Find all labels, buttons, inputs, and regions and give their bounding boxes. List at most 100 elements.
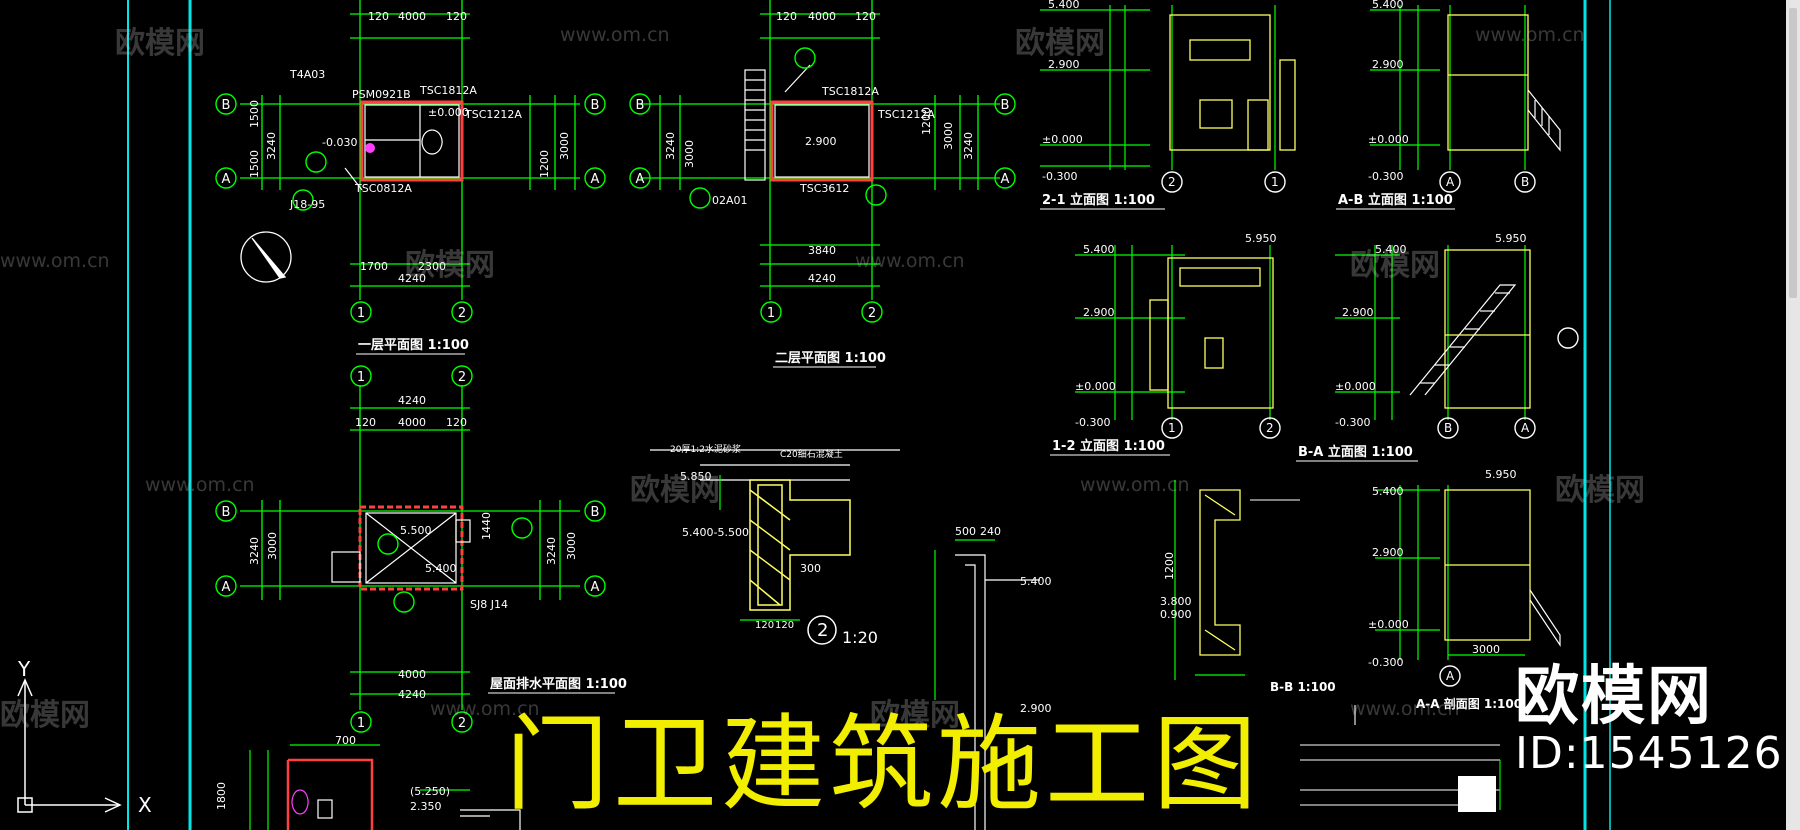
- elevation-A-B: 5.400 2.900 ±0.000 -0.300 A B A-B 立面图 1:…: [1336, 0, 1561, 210]
- level-text: 2.900: [1372, 546, 1404, 559]
- axis-label: A: [1446, 669, 1455, 683]
- dim-text: 4240: [398, 272, 426, 285]
- axis-label: 1: [357, 370, 365, 385]
- level-text: 2.900: [1083, 306, 1115, 319]
- watermark-logo: 欧模网: [0, 698, 90, 733]
- drawing-label: 屋面排水平面图 1:100: [490, 676, 627, 692]
- tag-text: 02A01: [712, 194, 748, 207]
- bottom-left-detail: 700 (5.250) 2.350 1800: [215, 734, 521, 830]
- elevation-2-1: 5.400 2.900 ±0.000 -0.300 2 1 2-1 立面图 1:…: [1040, 0, 1296, 210]
- level-text: ±0.000: [428, 106, 469, 119]
- detail-number: 2: [817, 620, 828, 641]
- level-text: 0.900: [1160, 608, 1192, 621]
- dim-text: 3240: [248, 537, 261, 565]
- ucs-y-label: Y: [17, 657, 31, 681]
- level-text: 5.500: [400, 524, 432, 537]
- dim-text: 4000: [398, 10, 426, 23]
- axis-label: 1: [357, 306, 365, 321]
- level-text: 3.800: [1160, 595, 1192, 608]
- dim-text: 3000: [1472, 643, 1500, 656]
- axis-label: A: [1446, 175, 1455, 189]
- dim-text: 120: [446, 416, 467, 429]
- dim-text: 3240: [265, 132, 278, 160]
- level-text: -0.300: [1335, 416, 1370, 429]
- tag-text: TSC1812A: [419, 84, 477, 97]
- parapet-detail: 500 240 5.400 2.900: [934, 525, 1052, 830]
- section-B-B: 3.800 0.900 1200 B-B 1:100: [1160, 480, 1336, 694]
- tag-text: SJ8 J14: [470, 598, 508, 611]
- dim-text: 120: [355, 416, 376, 429]
- dim-text: 500: [955, 525, 976, 538]
- watermark-logo: 欧模网: [115, 26, 205, 61]
- floor1-plan: B A B A 1 2 120 4000 120 4240 TSC1812A P…: [215, 0, 606, 355]
- level-text: -0.300: [1368, 656, 1403, 669]
- level-text: 5.850: [680, 470, 712, 483]
- level-text: 5.400-5.500: [682, 526, 749, 539]
- axis-label: B: [1521, 175, 1529, 189]
- axis-label: B: [1444, 421, 1452, 435]
- axis-label: B: [222, 505, 231, 520]
- dim-text: 3000: [565, 532, 578, 560]
- level-text: 5.400: [1048, 0, 1080, 11]
- watermark-url: www.om.cn: [855, 250, 965, 272]
- level-text: ±0.000: [1335, 380, 1376, 393]
- dim-text: 120: [755, 620, 774, 631]
- floor2-plan: B A B A 1 2 120 4000 120 4240 3840 TSC18…: [629, 0, 1016, 368]
- drawing-frame: [127, 0, 1611, 830]
- roof-drainage-plan: 1 2 B A B A 1 2 4240 120 4000 120 4000 4…: [215, 365, 627, 733]
- axis-label: A: [591, 580, 600, 595]
- level-text: ±0.000: [1042, 133, 1083, 146]
- drawing-label: 一层平面图 1:100: [358, 338, 469, 353]
- tag-text: TSC0812A: [354, 182, 412, 195]
- watermark-url: www.om.cn: [0, 250, 110, 272]
- dim-text: 1200: [920, 107, 933, 135]
- dim-text: 4240: [808, 272, 836, 285]
- dim-text: 4000: [808, 10, 836, 23]
- tag-text: PSM0921B: [352, 88, 411, 101]
- tag-text: TSC3612: [799, 182, 849, 195]
- drawing-label: A-A 剖面图 1:100: [1416, 696, 1522, 711]
- dim-text: 1200: [538, 150, 551, 178]
- ucs-axis-icon: [17, 678, 122, 813]
- section-A-A: 5.950 5.400 2.900 ±0.000 -0.300 3000 A A…: [1368, 468, 1561, 711]
- level-text: 5.950: [1495, 232, 1527, 245]
- level-text: 2.900: [805, 135, 837, 148]
- dim-text: 120: [776, 10, 797, 23]
- dim-text: 3000: [683, 140, 696, 168]
- drawing-label: B-A 立面图 1:100: [1298, 444, 1413, 460]
- watermark-logo: 欧模网: [405, 248, 495, 283]
- dim-text: 1440: [480, 512, 493, 540]
- drawing-set-title: 门卫建筑施工图: [505, 703, 1262, 825]
- scrollbar-thumb[interactable]: [1789, 8, 1797, 298]
- axis-label: 2: [1168, 175, 1176, 189]
- dim-text: 1200: [1163, 552, 1176, 580]
- tag-text: T4A03: [289, 68, 325, 81]
- axis-label: B: [591, 505, 600, 520]
- dim-text: 120: [855, 10, 876, 23]
- elevation-B-A: 5.400 5.950 2.900 ±0.000 -0.300 B A B-A …: [1296, 232, 1579, 462]
- tag-text: J18-95: [289, 198, 325, 211]
- level-text: -0.300: [1368, 170, 1403, 183]
- level-text: -0.300: [1075, 416, 1110, 429]
- brand-id-text: ID:1545126: [1515, 728, 1783, 779]
- tag-text: TSC1212A: [877, 108, 935, 121]
- level-text: 5.400: [425, 562, 457, 575]
- elevation-1-2: 5.400 5.950 2.900 ±0.000 -0.300 1 2 1-2 …: [1050, 232, 1281, 456]
- dim-text: 120: [368, 10, 389, 23]
- note-text: C20细石混凝土: [780, 448, 843, 460]
- dim-text: 3240: [664, 132, 677, 160]
- level-text: 5.400: [1372, 0, 1404, 11]
- watermark-url: www.om.cn: [430, 698, 540, 720]
- axis-label: 2: [458, 306, 466, 321]
- level-text: 5.400: [1375, 243, 1407, 256]
- dim-text: 3240: [962, 132, 975, 160]
- axis-label: 1: [767, 306, 775, 321]
- watermark-url: www.om.cn: [1350, 698, 1460, 720]
- axis-label: A: [636, 172, 645, 187]
- level-text: 5.950: [1245, 232, 1277, 245]
- axis-label: 2: [1266, 421, 1274, 435]
- detail-scale: 1:20: [842, 628, 878, 647]
- axis-label: 1: [1271, 175, 1279, 189]
- dim-text: 120: [775, 620, 794, 631]
